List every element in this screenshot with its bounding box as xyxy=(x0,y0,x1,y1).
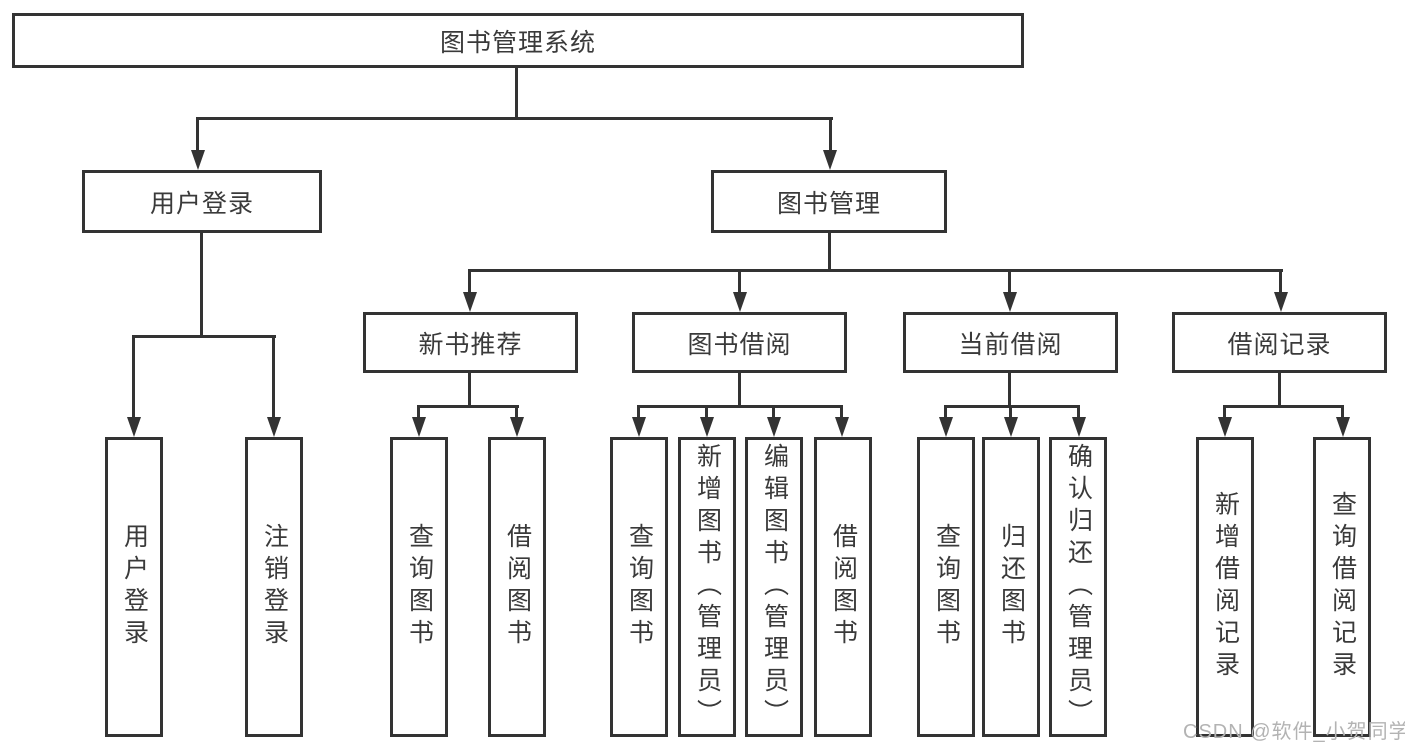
leaf-logout-label: 注销登录 xyxy=(260,523,289,651)
connector-group3-stem xyxy=(1278,373,1281,408)
connector-group1-drop-2 xyxy=(705,405,708,421)
leaf-confirm-return-admin: 确认归还（管理员） xyxy=(1049,437,1107,737)
leaf-borrow-books: 借阅图书 xyxy=(814,437,872,737)
leaf-add-borrow-record: 新增借阅记录 xyxy=(1196,437,1254,737)
arrowhead-new-book-recommend xyxy=(463,292,477,312)
connector-group1-drop-4 xyxy=(840,405,843,421)
node-current-borrow: 当前借阅 xyxy=(903,312,1118,373)
leaf-edit-books-admin-label: 编辑图书（管理员） xyxy=(760,443,789,731)
arrowhead-group3-leaf-1 xyxy=(1218,417,1232,437)
leaf-borrow-books-recommend: 借阅图书 xyxy=(488,437,546,737)
connector-root-stem xyxy=(515,68,518,119)
arrowhead-group1-leaf-2 xyxy=(700,417,714,437)
connector-root-drop-left xyxy=(196,117,199,155)
node-library-system: 图书管理系统 xyxy=(12,13,1024,68)
connector-group3-branch xyxy=(1223,405,1344,408)
watermark: CSDN @软件_小贺同学 xyxy=(1183,721,1405,743)
node-new-book-recommend: 新书推荐 xyxy=(363,312,578,373)
connector-user-login-branch xyxy=(132,335,276,338)
connector-book-mgmt-drop-1 xyxy=(468,269,471,296)
connector-group0-drop-2 xyxy=(515,405,518,421)
connector-book-mgmt-drop-2 xyxy=(738,269,741,296)
arrowhead-group0-leaf-1 xyxy=(412,417,426,437)
connector-group2-drop-2 xyxy=(1009,405,1012,421)
connector-root-drop-right xyxy=(829,117,832,155)
connector-group3-drop-2 xyxy=(1341,405,1344,421)
node-book-management: 图书管理 xyxy=(711,170,947,233)
arrowhead-book-borrow xyxy=(733,292,747,312)
connector-root-branch xyxy=(196,117,833,120)
arrowhead-group1-leaf-1 xyxy=(632,417,646,437)
node-book-borrow: 图书借阅 xyxy=(632,312,847,373)
leaf-confirm-return-admin-label: 确认归还（管理员） xyxy=(1064,443,1093,731)
connector-book-mgmt-drop-3 xyxy=(1008,269,1011,296)
leaf-query-books-current-label: 查询图书 xyxy=(932,523,961,651)
connector-group2-drop-1 xyxy=(944,405,947,421)
leaf-borrow-books-recommend-label: 借阅图书 xyxy=(503,523,532,651)
leaf-query-borrow-record-label: 查询借阅记录 xyxy=(1328,491,1357,683)
leaf-logout: 注销登录 xyxy=(245,437,303,737)
leaf-add-books-admin: 新增图书（管理员） xyxy=(678,437,736,737)
leaf-add-books-admin-label: 新增图书（管理员） xyxy=(693,443,722,731)
arrowhead-group3-leaf-2 xyxy=(1336,417,1350,437)
arrowhead-borrow-records xyxy=(1274,292,1288,312)
leaf-return-books-label: 归还图书 xyxy=(997,523,1026,651)
leaf-user-login: 用户登录 xyxy=(105,437,163,737)
arrowhead-group0-leaf-2 xyxy=(510,417,524,437)
connector-group2-branch xyxy=(944,405,1080,408)
leaf-return-books: 归还图书 xyxy=(982,437,1040,737)
connector-book-mgmt-stem xyxy=(828,233,831,272)
connector-group1-drop-3 xyxy=(772,405,775,421)
leaf-query-books-borrow: 查询图书 xyxy=(610,437,668,737)
connector-user-login-drop-2 xyxy=(272,335,275,421)
leaf-query-borrow-record: 查询借阅记录 xyxy=(1313,437,1371,737)
connector-group0-branch xyxy=(417,405,519,408)
arrowhead-leaf-user-login xyxy=(127,417,141,437)
connector-group1-stem xyxy=(738,373,741,408)
connector-user-login-drop-1 xyxy=(132,335,135,421)
connector-group2-stem xyxy=(1008,373,1011,408)
leaf-add-borrow-record-label: 新增借阅记录 xyxy=(1211,491,1240,683)
arrowhead-group2-leaf-2 xyxy=(1004,417,1018,437)
connector-group1-drop-1 xyxy=(637,405,640,421)
connector-book-mgmt-drop-4 xyxy=(1279,269,1282,296)
connector-group3-drop-1 xyxy=(1223,405,1226,421)
node-user-login: 用户登录 xyxy=(82,170,322,233)
connector-book-mgmt-branch xyxy=(468,269,1283,272)
node-borrow-records: 借阅记录 xyxy=(1172,312,1387,373)
arrowhead-leaf-logout xyxy=(267,417,281,437)
leaf-user-login-label: 用户登录 xyxy=(120,523,149,651)
leaf-borrow-books-label: 借阅图书 xyxy=(829,523,858,651)
arrowhead-user-login xyxy=(191,150,205,170)
connector-group0-stem xyxy=(468,373,471,408)
arrowhead-group1-leaf-3 xyxy=(767,417,781,437)
leaf-query-books-recommend: 查询图书 xyxy=(390,437,448,737)
leaf-query-books-recommend-label: 查询图书 xyxy=(405,523,434,651)
arrowhead-group2-leaf-3 xyxy=(1072,417,1086,437)
connector-user-login-stem xyxy=(200,233,203,338)
connector-group1-branch xyxy=(637,405,843,408)
connector-group0-drop-1 xyxy=(417,405,420,421)
connector-group2-drop-3 xyxy=(1077,405,1080,421)
arrowhead-current-borrow xyxy=(1003,292,1017,312)
leaf-query-books-borrow-label: 查询图书 xyxy=(625,523,654,651)
arrowhead-group1-leaf-4 xyxy=(835,417,849,437)
leaf-query-books-current: 查询图书 xyxy=(917,437,975,737)
arrowhead-group2-leaf-1 xyxy=(939,417,953,437)
leaf-edit-books-admin: 编辑图书（管理员） xyxy=(745,437,803,737)
arrowhead-book-management xyxy=(823,150,837,170)
